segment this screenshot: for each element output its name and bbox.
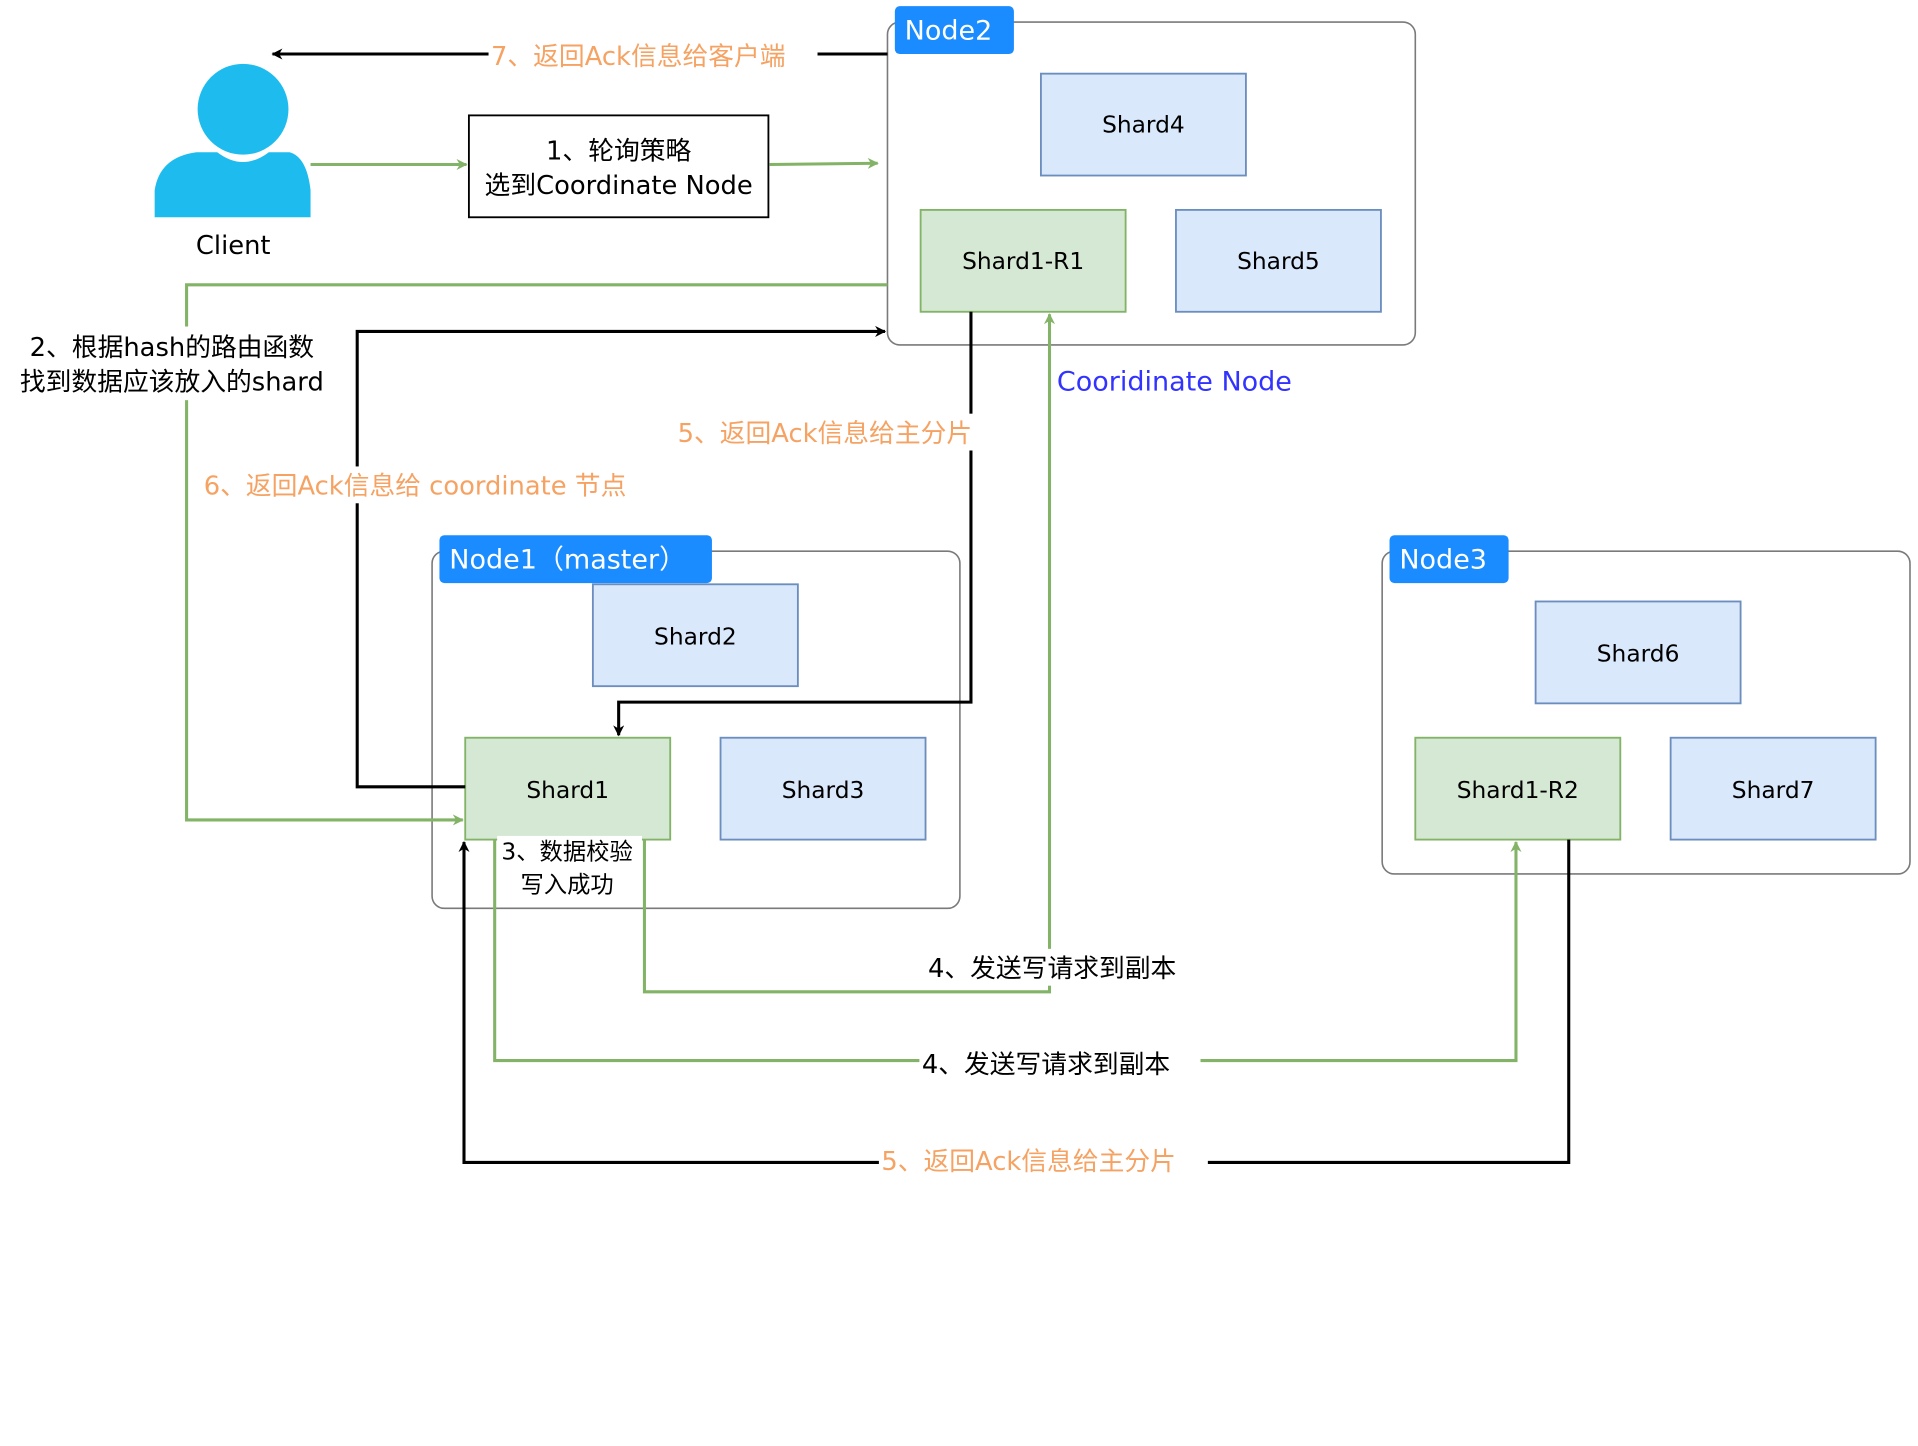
arrow-step2-route-to-shard1 <box>185 283 888 826</box>
shard6-box: Shard6 <box>1534 600 1742 705</box>
shard2-label: Shard2 <box>654 623 737 650</box>
step7-label: 7、返回Ack信息给客户端 <box>491 42 786 72</box>
arrow-step4-write-to-r1 <box>642 313 1056 994</box>
coordinate-node-label: Cooridinate Node <box>1057 366 1292 397</box>
shard7-box: Shard7 <box>1669 736 1877 841</box>
step3-line1: 3、数据校验 <box>501 838 632 865</box>
shard1-r1-label: Shard1-R1 <box>962 248 1084 275</box>
client-user-icon <box>154 63 311 218</box>
step2-line2: 找到数据应该放入的shard <box>20 367 324 397</box>
node3-badge: Node3 <box>1389 535 1509 584</box>
shard4-label: Shard4 <box>1102 112 1185 139</box>
shard5-label: Shard5 <box>1237 248 1320 275</box>
client-label: Client <box>196 231 271 261</box>
node1-badge: Node1（master） <box>439 535 712 584</box>
step4-label-r2: 4、发送写请求到副本 <box>922 1050 1170 1080</box>
shard7-label: Shard7 <box>1732 777 1815 804</box>
step6-label: 6、返回Ack信息给 coordinate 节点 <box>204 472 627 502</box>
shard3-label: Shard3 <box>782 777 865 804</box>
shard6-label: Shard6 <box>1597 641 1680 668</box>
step1-line1: 1、轮询策略 <box>546 137 691 167</box>
step3-line2: 写入成功 <box>520 871 613 898</box>
shard2-box: Shard2 <box>591 583 799 688</box>
shard1-r2-box: Shard1-R2 <box>1414 736 1622 841</box>
shard5-box: Shard5 <box>1175 208 1382 313</box>
arrow-step6-ack-to-coordinate <box>355 325 887 789</box>
node2-label: Node2 <box>905 15 993 46</box>
shard1-r1-box: Shard1-R1 <box>919 208 1127 313</box>
shard1-label: Shard1 <box>526 777 609 804</box>
arrow-step5-ack-from-r1 <box>613 311 973 737</box>
step5-label-r1: 5、返回Ack信息给主分片 <box>678 419 973 449</box>
shard1-r2-label: Shard1-R2 <box>1457 777 1579 804</box>
shard3-box: Shard3 <box>719 736 927 841</box>
step2-line1: 2、根据hash的路由函数 <box>30 333 315 363</box>
arrow-step1-to-node2 <box>769 157 879 169</box>
shard4-box: Shard4 <box>1039 72 1247 177</box>
diagram-canvas: Node2 Node1（master） Node3 Shard4 Shard1-… <box>19 6 1911 1177</box>
step4-label-r1: 4、发送写请求到副本 <box>928 954 1176 984</box>
node3-label: Node3 <box>1399 544 1487 575</box>
step5-label-r2: 5、返回Ack信息给主分片 <box>881 1147 1176 1177</box>
step1-box: 1、轮询策略 选到Coordinate Node <box>467 114 770 219</box>
node2-badge: Node2 <box>894 6 1014 55</box>
step1-line2: 选到Coordinate Node <box>485 171 753 201</box>
shard1-box: Shard1 <box>464 736 672 841</box>
node1-label: Node1（master） <box>449 544 686 575</box>
